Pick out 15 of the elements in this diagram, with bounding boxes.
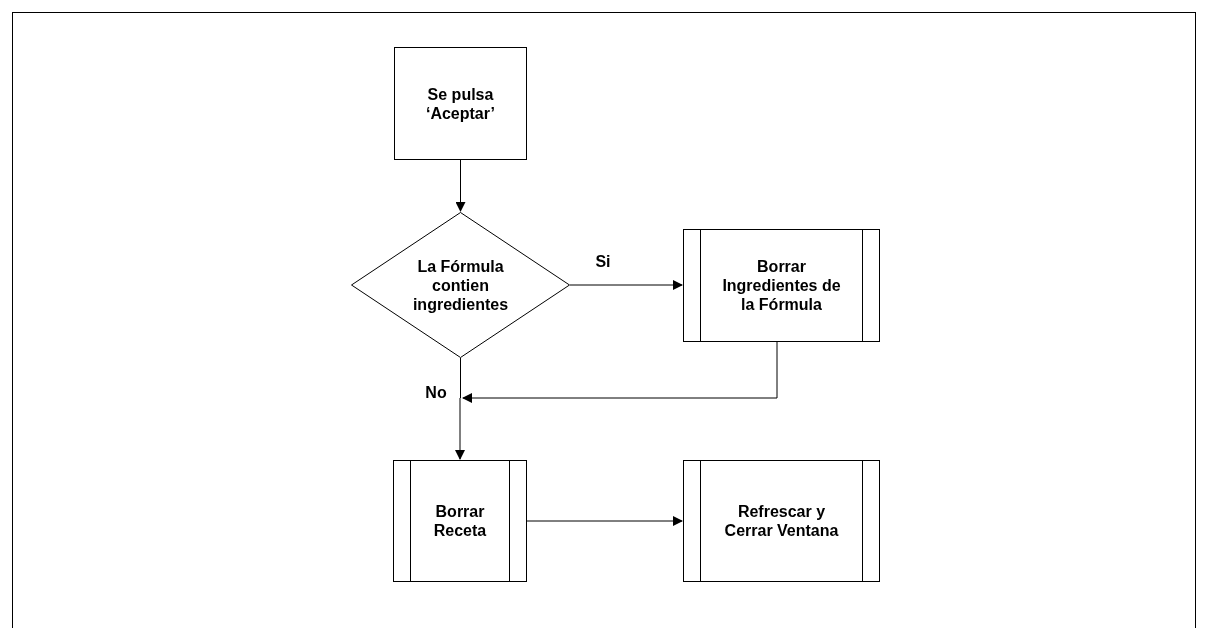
subprocess-box [393,460,527,582]
node-label: La Fórmula contien ingredientes [411,256,510,314]
arrow [526,516,683,526]
decision-diamond [351,212,570,358]
arrow [455,397,465,460]
arrow [462,341,778,403]
node-label: Se pulsa ‘Aceptar’ [424,84,497,123]
arrow [455,159,466,212]
subprocess-box [683,460,880,582]
arrow [569,280,683,290]
process-box [394,47,527,160]
node-label: Refrescar y Cerrar Ventana [723,502,840,540]
subprocess-box [683,229,880,342]
node-label: Borrar Ingredientes de la Fórmula [721,257,842,314]
node-label: Borrar Receta [432,502,488,540]
